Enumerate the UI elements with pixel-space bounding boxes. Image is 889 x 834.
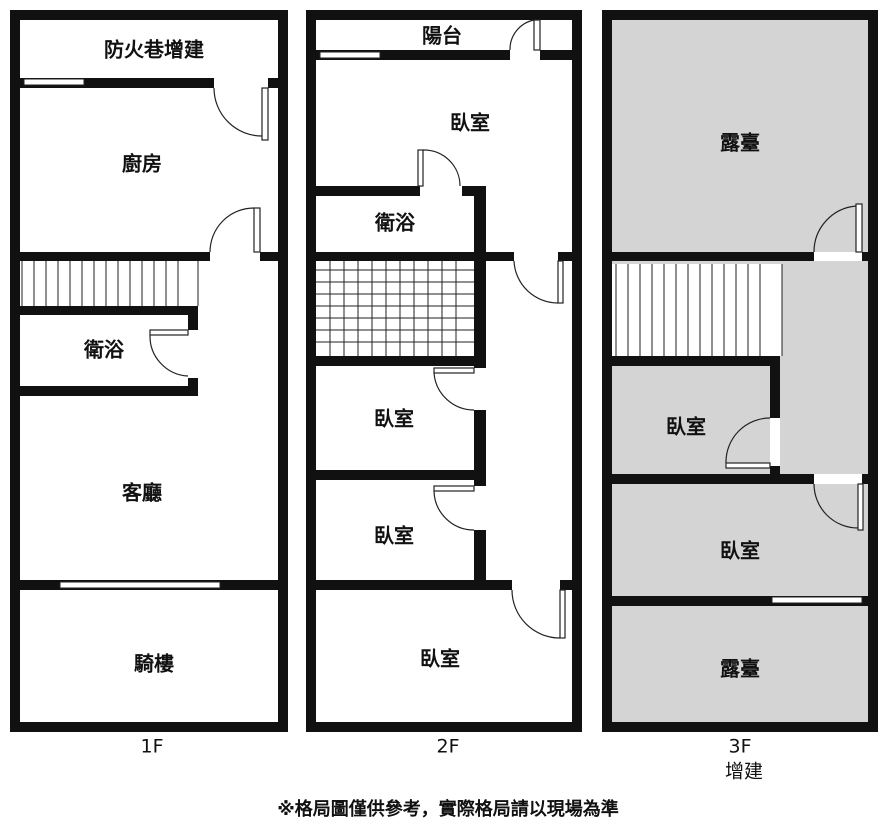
floor-label-1f: 1F bbox=[140, 736, 163, 758]
room-label-1f-arcade: 騎樓 bbox=[134, 652, 174, 676]
room-label-1f-bathroom: 衛浴 bbox=[83, 338, 125, 362]
room-label-2f-bedroom-front: 臥室 bbox=[420, 647, 460, 671]
room-label-1f-fire-lane-extension: 防火巷增建 bbox=[104, 38, 204, 62]
floor-label-2f: 2F bbox=[436, 736, 459, 758]
door-1f-kitchen-bottom bbox=[209, 207, 261, 261]
room-label-1f-kitchen: 廚房 bbox=[122, 152, 162, 176]
door-2f-bedroom-b bbox=[433, 485, 486, 531]
room-label-2f-bedroom-mid: 臥室 bbox=[374, 407, 414, 431]
room-label-3f-terrace-rear: 露臺 bbox=[720, 131, 760, 155]
stairs-2f bbox=[316, 261, 474, 356]
disclaimer-note: ※格局圖僅供參考，實際格局請以現場為準 bbox=[277, 798, 619, 820]
room-label-2f-bathroom: 衛浴 bbox=[374, 211, 416, 235]
floor-label-3f: 3F bbox=[728, 736, 751, 758]
stairs-1f bbox=[21, 261, 199, 306]
room-label-2f-balcony: 陽台 bbox=[422, 24, 462, 48]
door-2f-hall bbox=[513, 252, 564, 304]
room-label-3f-bedroom-front: 臥室 bbox=[720, 539, 760, 563]
door-3f-bedroom-a bbox=[725, 417, 780, 469]
door-3f-bedroom-b bbox=[813, 474, 864, 531]
door-3f-terrace-top bbox=[813, 203, 863, 261]
room-label-3f-terrace-front: 露臺 bbox=[720, 657, 760, 681]
door-2f-balcony bbox=[509, 19, 541, 60]
door-1f-kitchen-top bbox=[213, 78, 269, 141]
floor-2f bbox=[306, 10, 582, 732]
door-2f-bedroom-c bbox=[511, 580, 566, 639]
room-label-1f-living-room: 客廳 bbox=[121, 481, 162, 505]
floor-3f bbox=[602, 10, 878, 732]
stairs-3f bbox=[612, 264, 783, 356]
room-label-2f-bedroom-lower: 臥室 bbox=[374, 524, 414, 548]
room-label-3f-bedroom-mid: 臥室 bbox=[666, 415, 706, 439]
door-2f-bath bbox=[417, 149, 462, 196]
floor-1f bbox=[10, 10, 288, 732]
door-1f-bath bbox=[149, 329, 198, 378]
door-2f-bedroom-a bbox=[433, 367, 486, 411]
room-label-2f-bedroom-top: 臥室 bbox=[450, 111, 490, 135]
floor-sublabel-3f-extension: 增建 bbox=[725, 761, 763, 783]
